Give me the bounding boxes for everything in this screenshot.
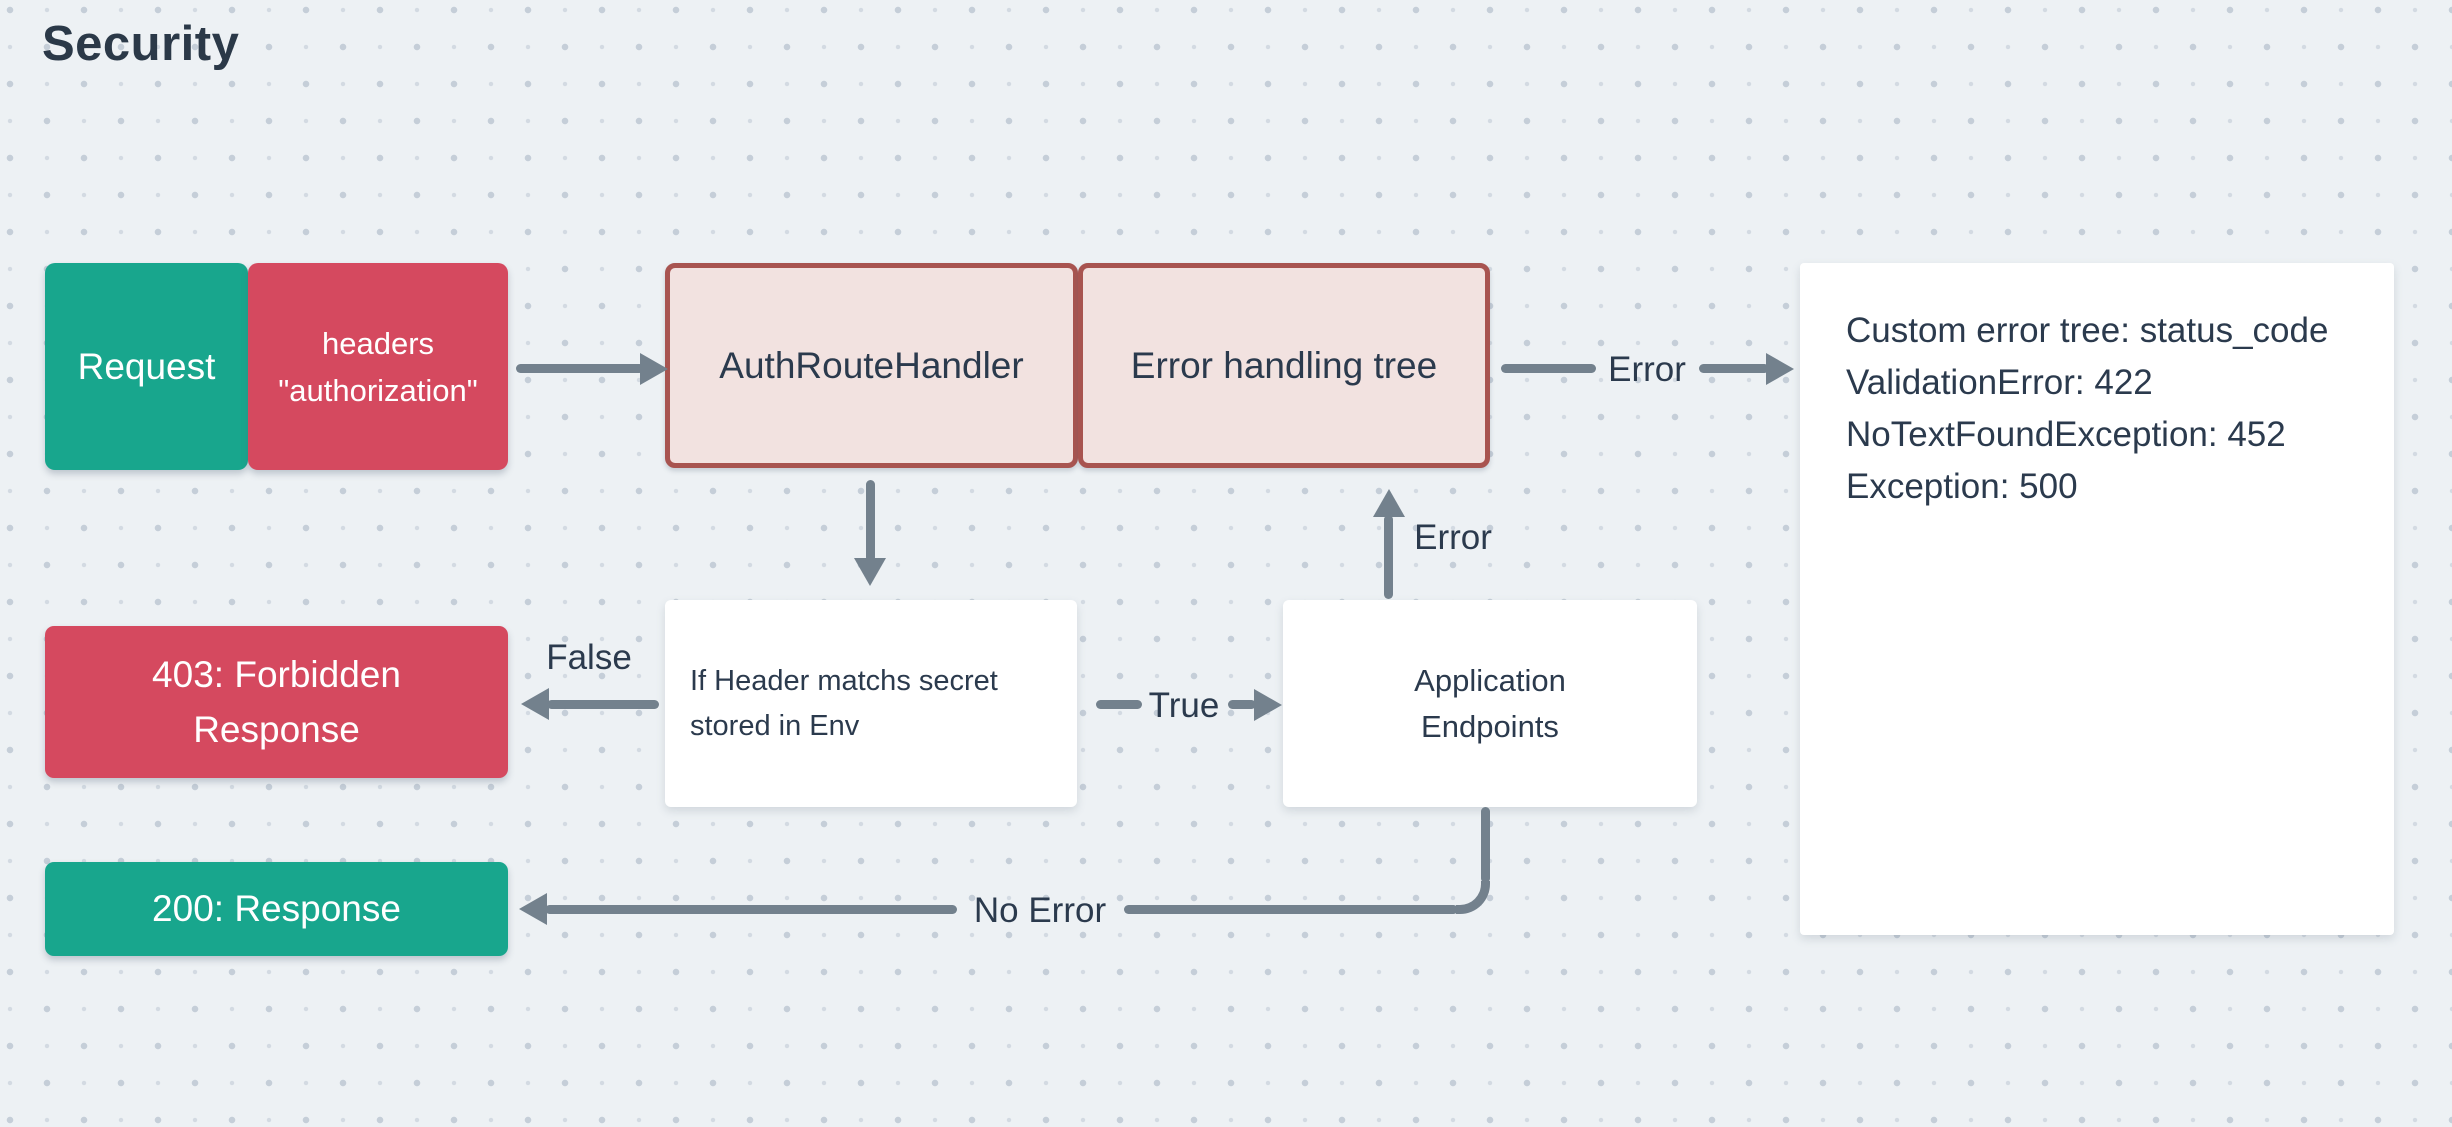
edge-no-error-line-left [545, 905, 957, 914]
edge-true-arrowhead-icon [1254, 689, 1282, 721]
node-auth-route-handler-label: AuthRouteHandler [719, 344, 1024, 386]
node-custom-error-tree[interactable]: Custom error tree: status_code Validatio… [1800, 263, 2394, 935]
node-if-header-matches[interactable]: If Header matchs secret stored in Env [665, 600, 1077, 807]
node-headers-authorization[interactable]: headers "authorization" [248, 263, 508, 470]
edge-error-up-arrowhead-icon [1373, 489, 1405, 517]
node-headers-line1: headers [321, 325, 435, 361]
node-request[interactable]: Request [45, 263, 248, 470]
if-header-line2: stored in Env [690, 709, 860, 742]
edge-no-error-arrowhead-icon [519, 893, 547, 925]
edge-error-right-arrowhead-icon [1766, 353, 1794, 385]
custom-error-tree-line-2: ValidationError: 422 [1846, 363, 2153, 402]
edge-request-auth-line [516, 364, 644, 373]
edge-label-error-up: Error [1414, 518, 1492, 557]
edge-no-error-line-right [1124, 905, 1458, 914]
edge-label-no-error: No Error [973, 891, 1107, 930]
forbidden-line1: 403: Forbidden [152, 654, 401, 695]
node-auth-route-handler[interactable]: AuthRouteHandler [665, 263, 1078, 468]
node-200-response-label: 200: Response [152, 888, 401, 929]
edge-false-arrowhead-icon [521, 688, 549, 720]
edge-auth-ifheader-line [866, 480, 875, 562]
edge-true-line-right [1228, 700, 1256, 709]
node-403-forbidden[interactable]: 403: Forbidden Response [45, 626, 508, 778]
node-request-label: Request [77, 345, 216, 387]
edge-false-line [547, 700, 659, 709]
edge-error-right-line-left [1501, 364, 1596, 373]
edge-label-error-right: Error [1608, 350, 1686, 389]
edge-request-auth-arrowhead-icon [640, 353, 668, 385]
page-title: Security [42, 17, 240, 71]
node-error-handling-tree[interactable]: Error handling tree [1078, 263, 1490, 468]
app-endpoints-line1: Application [1414, 662, 1566, 698]
custom-error-tree-line-3: NoTextFoundException: 452 [1846, 415, 2286, 454]
edge-no-error-corner [1456, 881, 1490, 914]
node-application-endpoints[interactable]: Application Endpoints [1283, 600, 1697, 807]
edge-error-right-line-right [1699, 364, 1769, 373]
edge-error-up-line [1384, 515, 1393, 599]
edge-no-error-vertical-line [1481, 807, 1490, 883]
custom-error-tree-line-1: Custom error tree: status_code [1846, 311, 2329, 350]
edge-true-line-left [1096, 700, 1142, 709]
forbidden-line2: Response [193, 709, 360, 750]
edge-label-true: True [1148, 686, 1220, 725]
custom-error-tree-line-4: Exception: 500 [1846, 467, 2078, 506]
edge-label-false: False [546, 638, 632, 677]
if-header-line1: If Header matchs secret [690, 664, 998, 697]
edge-auth-ifheader-arrowhead-icon [854, 558, 886, 586]
app-endpoints-line2: Endpoints [1421, 708, 1559, 744]
node-error-handling-tree-label: Error handling tree [1130, 344, 1438, 386]
node-200-response[interactable]: 200: Response [45, 862, 508, 956]
node-headers-line2: "authorization" [278, 372, 478, 408]
